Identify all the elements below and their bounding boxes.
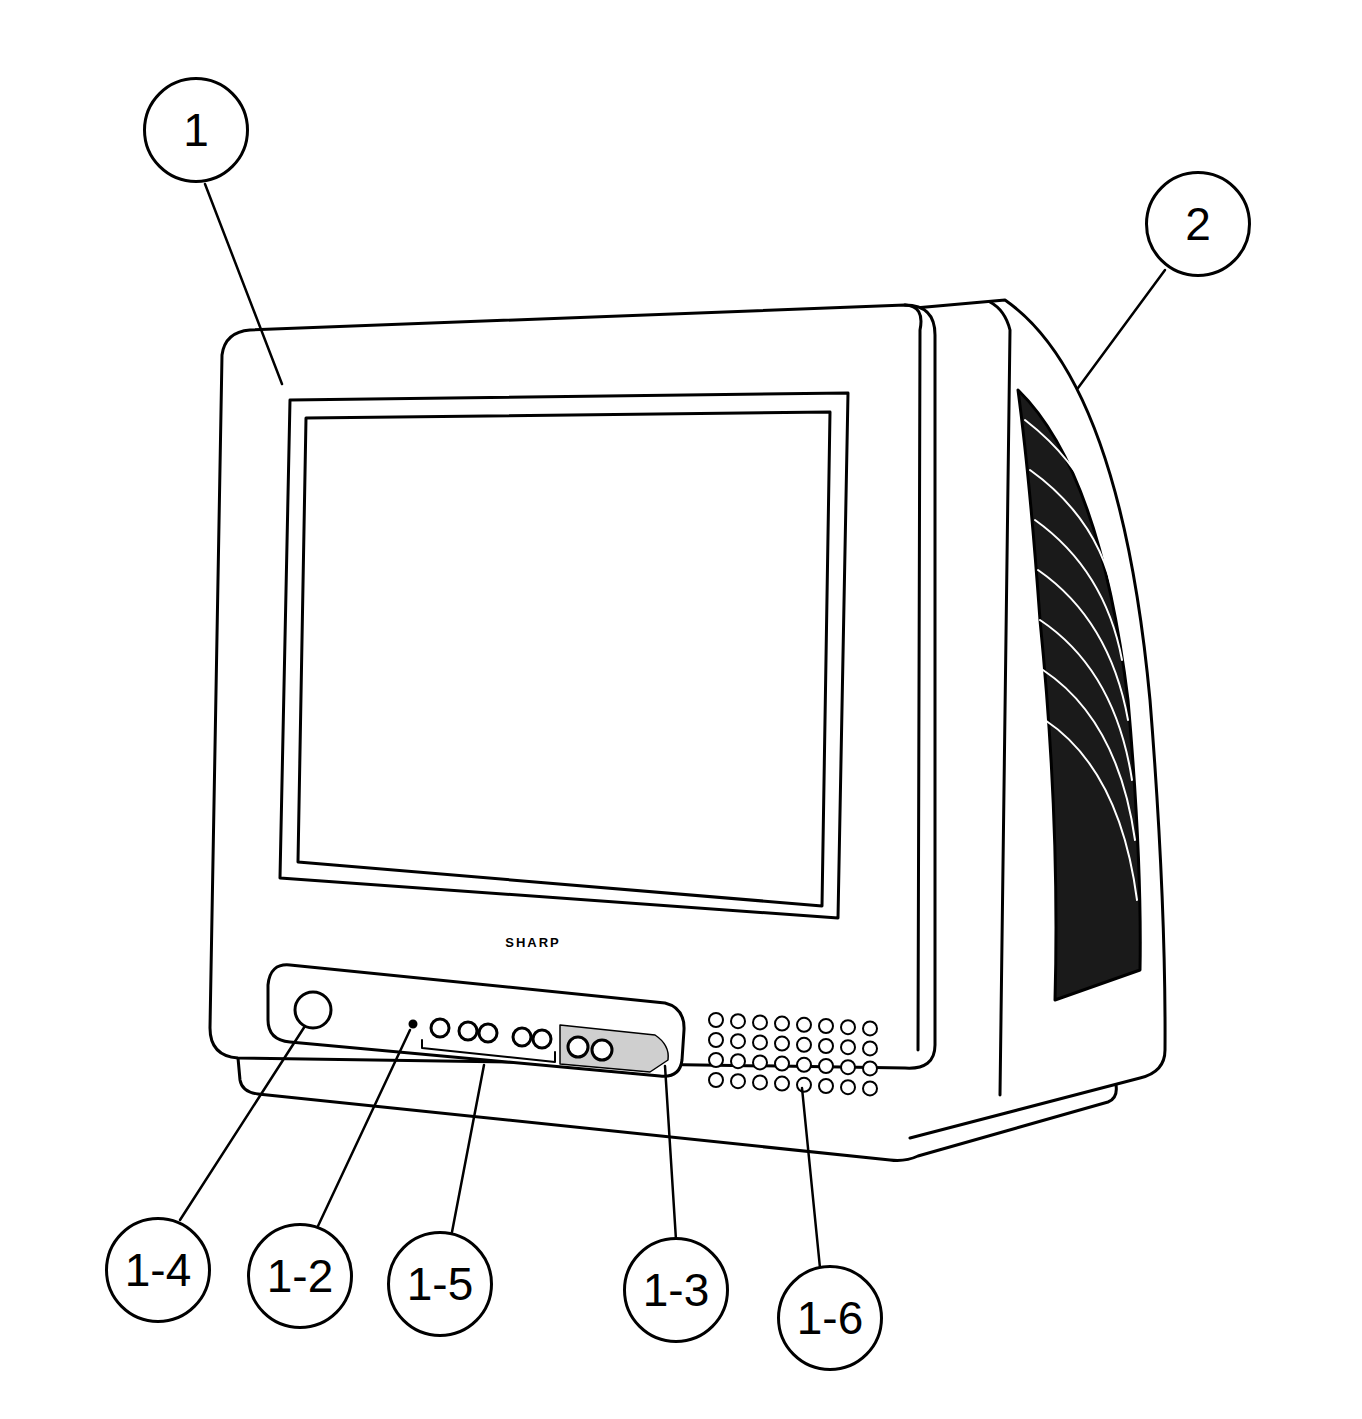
callout-number: 1-6: [797, 1295, 863, 1341]
grille-hole: [819, 1039, 833, 1053]
grille-hole: [775, 1037, 789, 1051]
grille-hole: [863, 1021, 877, 1035]
grille-hole: [731, 1074, 745, 1088]
grille-hole: [797, 1078, 811, 1092]
callout-number: 1-5: [407, 1261, 473, 1307]
grille-hole: [709, 1073, 723, 1087]
callout-circle: 1-3: [623, 1237, 729, 1343]
grille-hole: [731, 1034, 745, 1048]
grille-hole: [797, 1018, 811, 1032]
grille-hole: [775, 1057, 789, 1071]
grille-hole: [753, 1055, 767, 1069]
grille-hole: [841, 1080, 855, 1094]
callout-circle: 1-6: [777, 1265, 883, 1371]
grille-hole: [841, 1060, 855, 1074]
grille-hole: [709, 1053, 723, 1067]
grille-hole: [709, 1033, 723, 1047]
grille-hole: [709, 1013, 723, 1027]
grille-hole: [753, 1015, 767, 1029]
callout-number: 1-4: [125, 1247, 191, 1293]
callout-number: 1-2: [267, 1253, 333, 1299]
callout-number: 1: [183, 107, 209, 153]
grille-hole: [819, 1059, 833, 1073]
grille-hole: [775, 1017, 789, 1031]
grille-hole: [819, 1019, 833, 1033]
callout-circle: 1-5: [387, 1231, 493, 1337]
grille-hole: [797, 1038, 811, 1052]
grille-hole: [731, 1054, 745, 1068]
grille-hole: [841, 1020, 855, 1034]
grille-hole: [863, 1041, 877, 1055]
callout-circle: 2: [1145, 171, 1251, 277]
grille-hole: [863, 1061, 877, 1075]
grille-hole: [731, 1014, 745, 1028]
grille-hole: [797, 1058, 811, 1072]
grille-hole: [841, 1040, 855, 1054]
grille-hole: [863, 1081, 877, 1095]
grille-hole: [753, 1035, 767, 1049]
grille-hole: [775, 1077, 789, 1091]
brand-logo: SHARP: [503, 935, 563, 950]
grille-hole: [753, 1075, 767, 1089]
callout-circle: 1-4: [105, 1217, 211, 1323]
callout-circle: 1-2: [247, 1223, 353, 1329]
grille-hole: [819, 1079, 833, 1093]
callout-number: 2: [1185, 201, 1211, 247]
callout-number: 1-3: [643, 1267, 709, 1313]
callout-circle: 1: [143, 77, 249, 183]
